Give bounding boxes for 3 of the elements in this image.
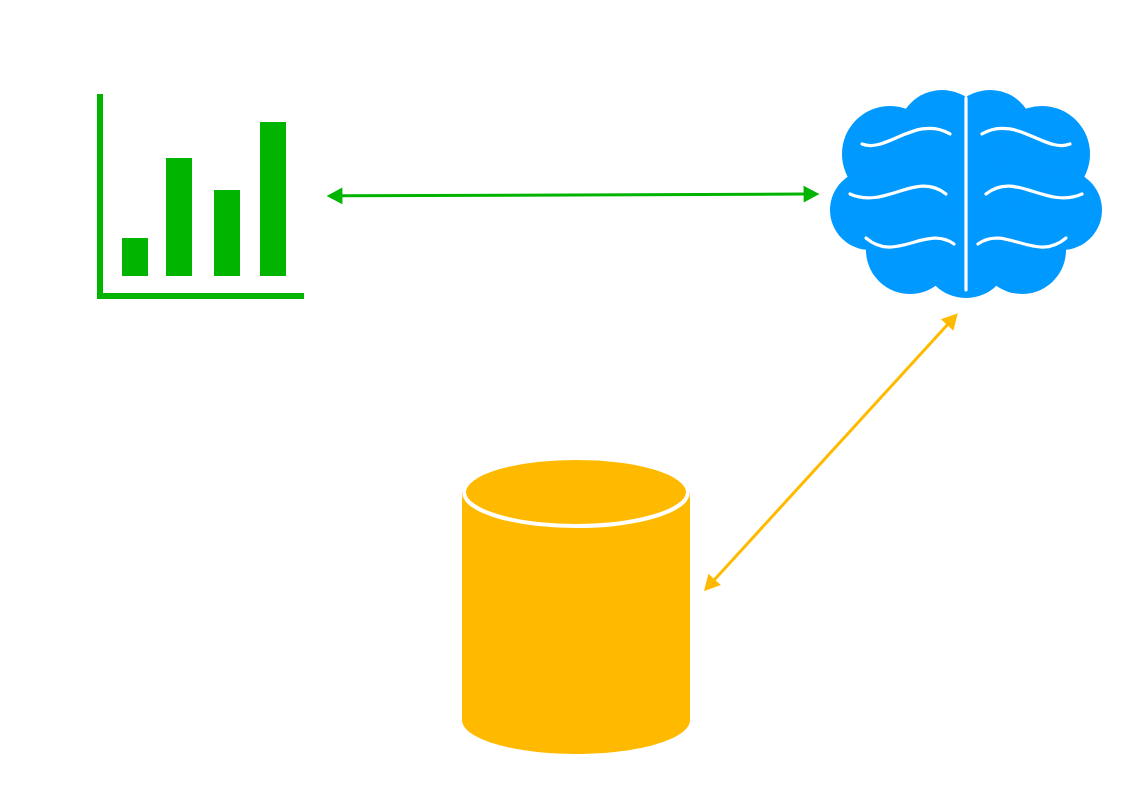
database-cylinder <box>462 456 690 754</box>
bar-chart-drawing <box>97 94 304 299</box>
brain-drawing <box>830 90 1102 298</box>
